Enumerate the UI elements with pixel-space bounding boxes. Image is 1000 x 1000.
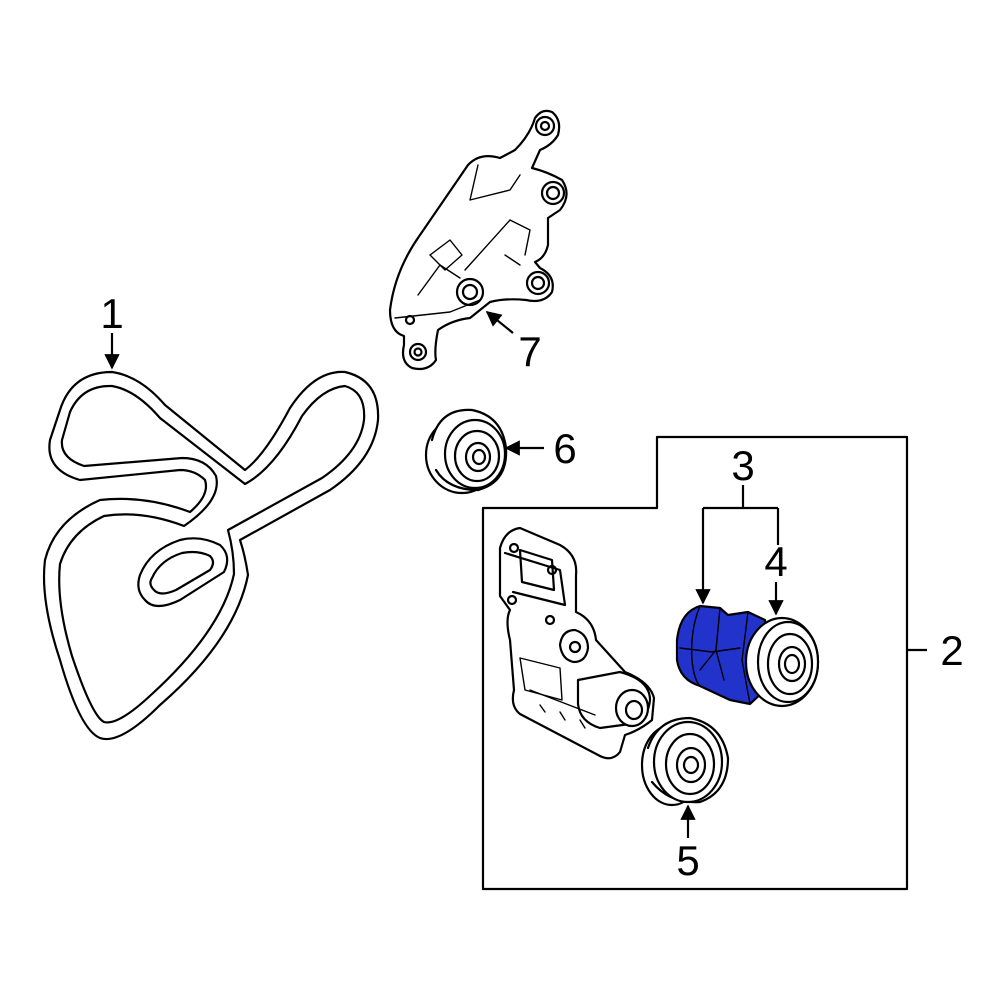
assembly-box bbox=[481, 435, 909, 891]
callout-7: 7 bbox=[518, 328, 541, 375]
leader-7 bbox=[485, 311, 514, 334]
tensioner-pulley[interactable] bbox=[744, 616, 820, 708]
callout-4: 4 bbox=[764, 538, 787, 585]
callout-5: 5 bbox=[676, 837, 699, 884]
callout-1: 1 bbox=[100, 290, 123, 337]
leader-3 bbox=[703, 485, 778, 510]
mounting-bracket[interactable] bbox=[388, 109, 568, 371]
callout-3: 3 bbox=[731, 442, 754, 489]
idler-pulley[interactable] bbox=[424, 408, 508, 495]
serpentine-belt[interactable] bbox=[42, 370, 380, 741]
callout-2: 2 bbox=[940, 627, 963, 674]
tensioner-arm[interactable] bbox=[498, 526, 656, 760]
idler-pulley-lower[interactable] bbox=[640, 716, 730, 807]
callout-6: 6 bbox=[553, 425, 576, 472]
tensioner[interactable] bbox=[675, 604, 772, 706]
